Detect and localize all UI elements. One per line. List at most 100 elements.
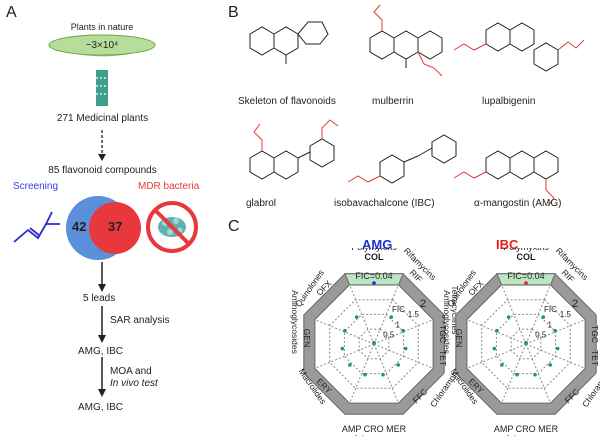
class-label: Polymyxins xyxy=(503,248,549,252)
class-label: β-Lactams xyxy=(504,434,548,436)
data-point-cro xyxy=(515,372,519,377)
funnel-stem xyxy=(96,70,108,106)
radar-spoke xyxy=(314,319,375,345)
fic-highlight-segment xyxy=(496,273,556,286)
radar-spoke xyxy=(525,343,586,369)
data-point-amp xyxy=(348,363,352,367)
radar-spoke xyxy=(466,343,527,369)
class-label: AMP CRO MER xyxy=(342,424,407,434)
data-point-tet xyxy=(555,346,560,351)
data-point-ofx xyxy=(506,315,511,319)
fic-axis-label: FIC xyxy=(544,305,557,314)
data-point-mer xyxy=(533,372,537,377)
data-point-rif xyxy=(541,315,546,319)
data-point-gen xyxy=(343,328,347,333)
bowl-count: ~3×10⁴ xyxy=(85,40,119,51)
fic-highlight-segment xyxy=(344,273,404,286)
leads-label: 5 leads xyxy=(83,293,116,304)
class-label-rotated: TET xyxy=(590,350,600,366)
class-label: Polymyxins xyxy=(351,248,397,252)
class-label-rotated: TGC xyxy=(438,325,448,343)
sar-label: SAR analysis xyxy=(110,315,170,326)
radar-charts: FIC=0.040.511.52FICPolymyxinsCOLAMP CRO … xyxy=(290,248,600,436)
fic-axis-label: FIC xyxy=(392,305,405,314)
class-label-rotated: GEN xyxy=(454,329,464,347)
ibc-structure xyxy=(347,134,457,184)
radar-grid-ring xyxy=(329,299,419,389)
mulberrin-name: mulberrin xyxy=(372,96,414,107)
radar-spoke xyxy=(373,284,399,345)
glabrol-structure xyxy=(249,119,339,180)
radar-tick-label: 1.5 xyxy=(408,310,420,319)
venn-left-count: 42 xyxy=(72,219,87,234)
class-label: COL xyxy=(517,252,537,262)
data-point-tgc xyxy=(401,328,405,333)
class-label: AMP CRO MER xyxy=(494,424,559,434)
ibc-name: isobavachalcone (IBC) xyxy=(334,198,435,209)
data-point-cro xyxy=(363,372,367,377)
panel-letter-b: B xyxy=(228,4,239,21)
data-point-ofx xyxy=(354,315,359,319)
radar-spoke xyxy=(525,319,586,345)
data-point-col xyxy=(372,340,376,345)
compounds-label: 85 flavonoid compounds xyxy=(48,165,157,176)
data-point-amp xyxy=(500,363,504,367)
data-point-ffc xyxy=(396,363,400,367)
radar-tick-label: 1 xyxy=(396,320,401,329)
data-point-mer xyxy=(381,372,385,377)
col-marker xyxy=(372,281,376,285)
data-point-gen xyxy=(495,328,499,333)
radar-spoke xyxy=(349,343,375,404)
radar-spoke xyxy=(373,343,434,369)
data-point-ery xyxy=(340,346,345,351)
col-marker xyxy=(524,281,528,285)
class-label-rotated: Tetracyclines xyxy=(450,285,460,334)
class-label: COL xyxy=(365,252,385,262)
panel-letter-a: A xyxy=(6,4,17,21)
amg-name: α-mangostin (AMG) xyxy=(474,198,562,209)
radar-tick-label: 0.5 xyxy=(383,331,395,340)
class-label-rotated: TET xyxy=(438,350,448,366)
radar-spoke xyxy=(373,343,399,404)
panel-a-figure xyxy=(13,34,198,397)
data-point-ffc xyxy=(548,363,552,367)
mulberrin-structure xyxy=(369,4,443,77)
amg-ibc-label-1: AMG, IBC xyxy=(78,346,124,357)
venn-right-count: 37 xyxy=(108,219,123,234)
radar-spoke xyxy=(349,284,375,345)
data-point-tgc xyxy=(553,328,557,333)
class-label-rotated: TGC xyxy=(590,325,600,343)
data-point-rif xyxy=(389,315,394,319)
glabrol-name: glabrol xyxy=(246,198,277,209)
screening-label: Screening xyxy=(13,181,59,192)
fic-value-label: FIC=0.04 xyxy=(507,271,544,281)
bowl-rim xyxy=(48,34,156,56)
radar-tick-label: 1 xyxy=(548,320,553,329)
mdr-label: MDR bacteria xyxy=(138,181,200,192)
lupalbigenin-name: lupalbigenin xyxy=(482,96,536,107)
radar-grid-ring xyxy=(481,299,571,389)
radar-spoke xyxy=(501,284,527,345)
radar-tick-label: 2 xyxy=(572,298,578,310)
medicinal-plants-label: 271 Medicinal plants xyxy=(56,113,149,124)
skeleton-name: Skeleton of flavonoids xyxy=(238,96,336,107)
radar-spoke xyxy=(466,319,527,345)
skeleton-structure xyxy=(249,21,329,64)
prenyl-icon xyxy=(13,211,60,243)
radar-grid-ring xyxy=(343,313,405,375)
lupalbigenin-structure xyxy=(453,22,585,72)
radar-grid-ring xyxy=(495,313,557,375)
chart-title-amg: AMG xyxy=(362,237,393,252)
moa-label: MOA and xyxy=(110,366,152,377)
class-label: β-Lactams xyxy=(352,434,396,436)
bowl-title: Plants in nature xyxy=(70,22,134,32)
panel-letter-c: C xyxy=(228,218,240,235)
data-point-ery xyxy=(492,346,497,351)
radar-spoke xyxy=(525,284,551,345)
in-vivo-label: In vivo test xyxy=(110,378,158,389)
radar-spoke xyxy=(373,319,434,345)
radar-tick-label: 0.5 xyxy=(535,331,547,340)
radar-tick-label: 1.5 xyxy=(560,310,572,319)
chart-title-ibc: IBC xyxy=(496,237,519,252)
panel-b-structures xyxy=(249,4,585,207)
